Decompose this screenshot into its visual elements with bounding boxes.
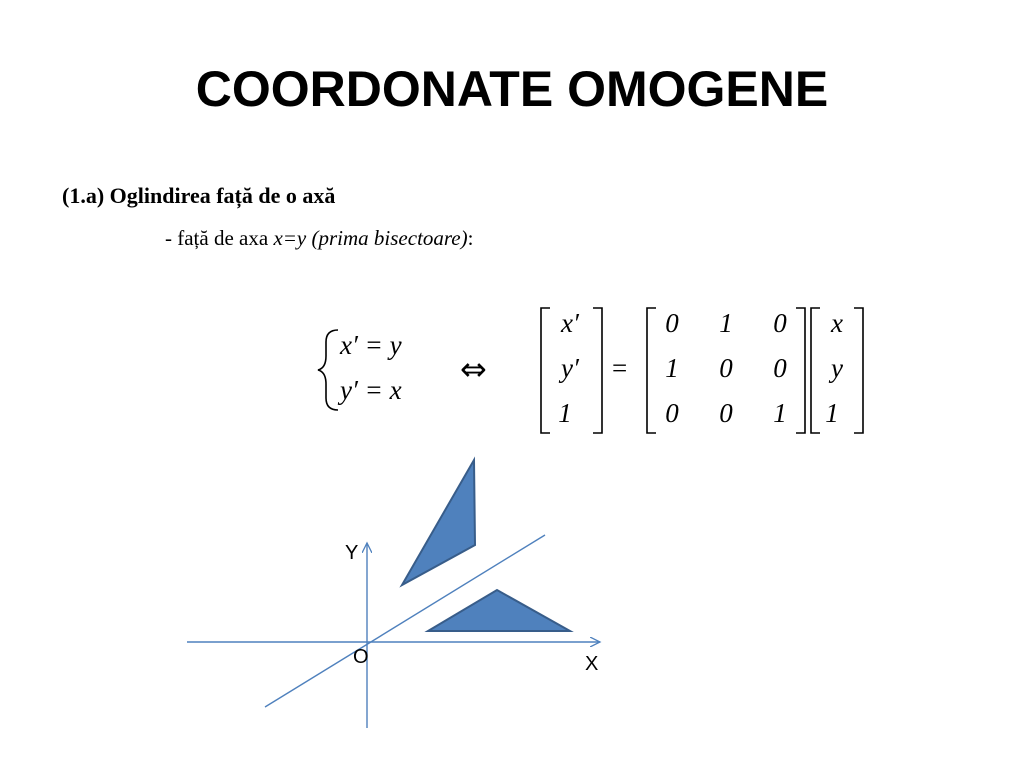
- right-vector-bracket-open: [810, 307, 820, 434]
- matrix-bracket-open: [646, 307, 656, 434]
- matrix-cell: 1: [773, 398, 787, 428]
- left-vector-cell: 1: [558, 398, 572, 428]
- right-vector-bracket-close: [854, 307, 864, 434]
- matrix-cell: 0: [773, 353, 787, 383]
- subheading-colon: :: [467, 226, 474, 250]
- subheading-axis-equation: x=y: [273, 226, 307, 250]
- system-brace: [317, 329, 339, 411]
- right-vector-cell: x: [831, 308, 843, 338]
- original-triangle: [424, 588, 574, 632]
- reflected-triangle: [399, 456, 477, 588]
- left-vector-bracket-close: [593, 307, 603, 434]
- matrix-cell: 0: [773, 308, 787, 338]
- bisector-line: [264, 534, 546, 708]
- section-heading: (1.a) Oglindirea față de o axă: [62, 183, 336, 208]
- matrix-cell: 0: [665, 398, 679, 428]
- matrix-bracket-close: [796, 307, 806, 434]
- matrix-cell: 1: [719, 308, 733, 338]
- system-equation-2: y′ = x: [340, 375, 402, 405]
- left-vector-bracket-open: [540, 307, 550, 434]
- left-vector-cell: x′: [561, 308, 579, 338]
- left-vector-cell: y′: [561, 353, 579, 383]
- x-axis-label: X: [585, 653, 599, 675]
- subheading-line: - față de axa x=y (prima bisectoare):: [165, 226, 473, 251]
- right-vector-cell: y: [831, 353, 843, 383]
- subheading-bisector-note: (prima bisectoare): [306, 226, 468, 250]
- origin-label: O: [353, 646, 369, 668]
- system-equation-1: x′ = y: [340, 330, 402, 360]
- equivalence-symbol: ⇔: [460, 350, 487, 388]
- matrix-cell: 0: [665, 308, 679, 338]
- matrix-cell: 0: [719, 398, 733, 428]
- slide-title: COORDONATE OMOGENE: [195, 61, 829, 117]
- equals-symbol: =: [612, 353, 628, 383]
- matrix-cell: 0: [719, 353, 733, 383]
- right-vector-cell: 1: [825, 398, 839, 428]
- y-axis-label: Y: [345, 542, 359, 564]
- subheading-prefix: - față de axa: [165, 226, 274, 250]
- matrix-cell: 1: [665, 353, 679, 383]
